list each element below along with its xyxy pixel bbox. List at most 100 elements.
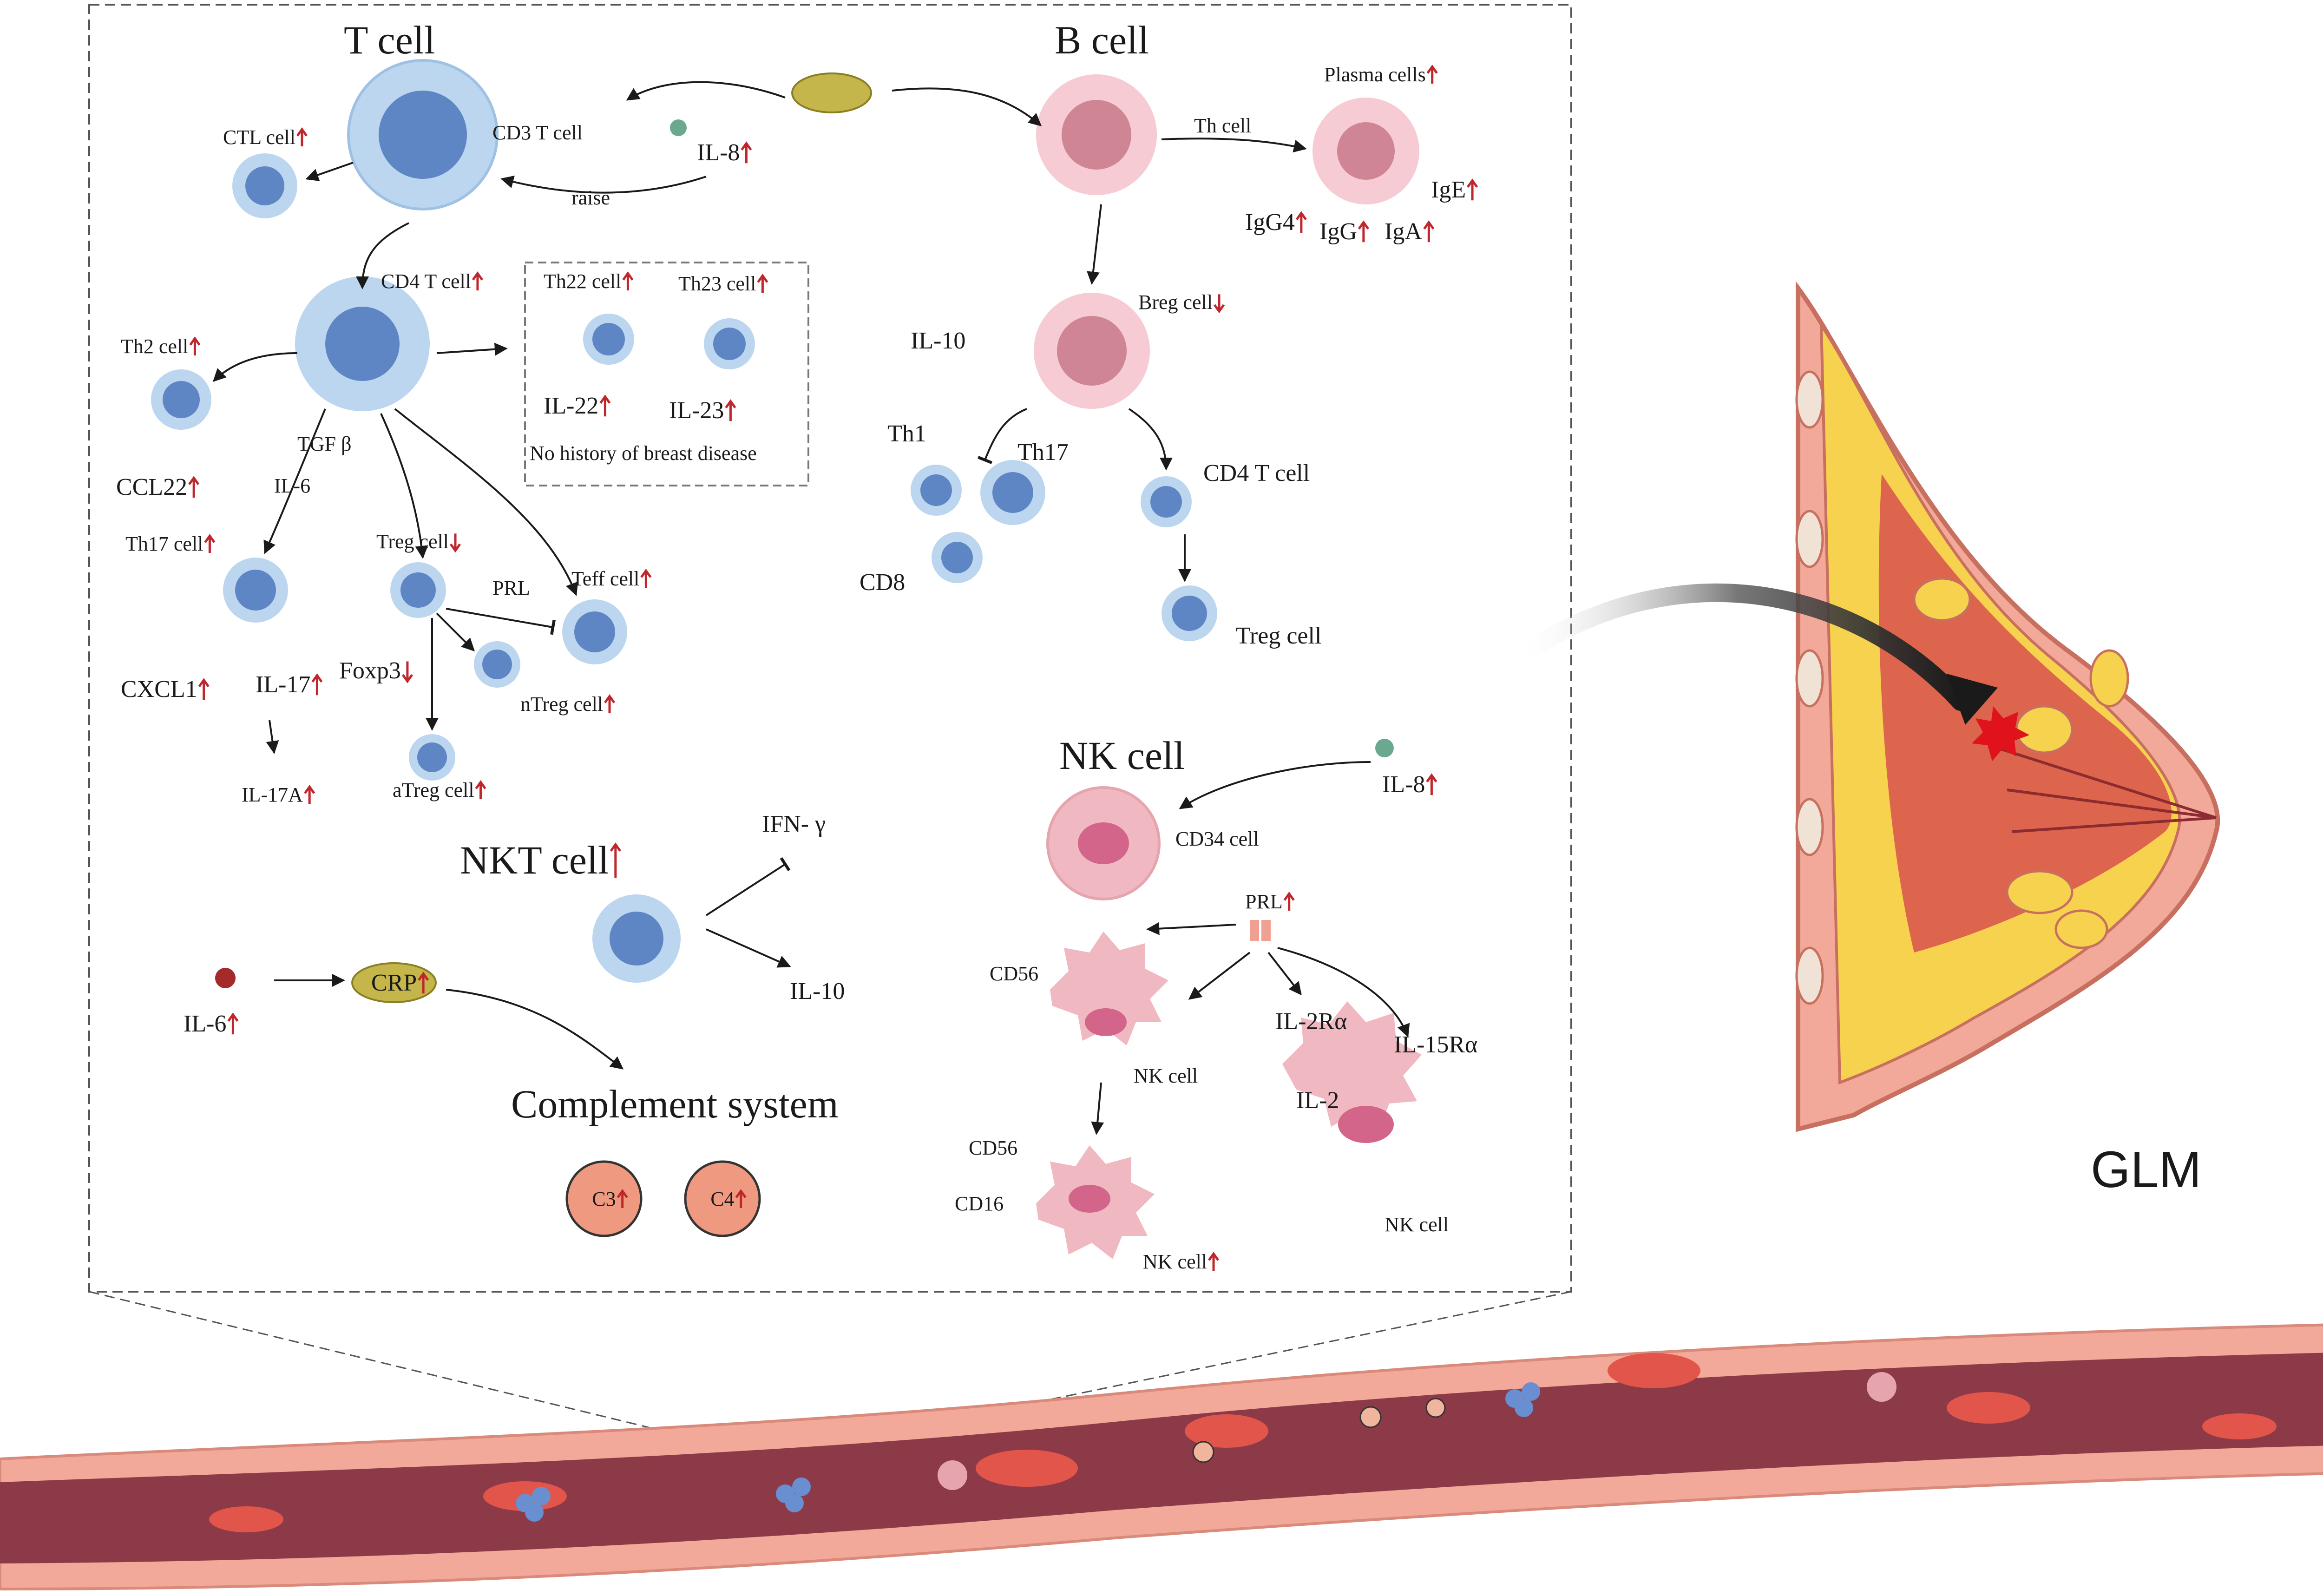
detail-panel-frame bbox=[88, 4, 1572, 1293]
ntreg-label: nTreg cell bbox=[520, 693, 603, 716]
breast-anatomy-illustration bbox=[1505, 281, 2220, 1132]
nk-cell-diagram bbox=[1036, 739, 1422, 1259]
cd4-label: CD4 T cell bbox=[381, 270, 471, 293]
increase-arrow-icon bbox=[604, 694, 616, 714]
increase-arrow-icon bbox=[296, 127, 308, 147]
breg-label: Breg cell bbox=[1138, 291, 1213, 314]
nk-prl-label: PRL bbox=[1245, 890, 1283, 913]
nkt-cell-diagram bbox=[592, 857, 791, 983]
b-cd4-label: CD4 T cell bbox=[1203, 460, 1310, 486]
complement-title: Complement system bbox=[511, 1082, 839, 1126]
nk-il8-label: IL-8 bbox=[1382, 771, 1425, 798]
complement-crp-label: CRP bbox=[371, 970, 417, 996]
atreg-label: aTreg cell bbox=[393, 779, 474, 801]
t-cell-diagram bbox=[151, 59, 809, 781]
b-cell-title: B cell bbox=[1055, 18, 1149, 62]
th-cell-label: Th cell bbox=[1194, 114, 1251, 137]
t-prl-label: PRL bbox=[492, 577, 530, 599]
connector-line-left bbox=[89, 1291, 683, 1437]
b-th17-label: Th17 bbox=[1017, 439, 1069, 466]
increase-arrow-icon bbox=[741, 141, 752, 164]
il2ra-label: IL-2Rα bbox=[1275, 1008, 1347, 1035]
increase-arrow-icon bbox=[418, 972, 429, 994]
nk-label-b: NK cell bbox=[1143, 1250, 1207, 1273]
ccl22-label: CCL22 bbox=[116, 474, 187, 500]
cd16-label: CD16 bbox=[955, 1192, 1004, 1215]
il15ra-label: IL-15Rα bbox=[1394, 1031, 1477, 1058]
blood-vessel bbox=[0, 1323, 2323, 1591]
il22-label: IL-22 bbox=[544, 393, 598, 419]
increase-arrow-icon bbox=[189, 336, 201, 356]
increase-arrow-icon bbox=[599, 394, 611, 417]
ifng-label: IFN- γ bbox=[762, 811, 826, 837]
increase-arrow-icon bbox=[304, 785, 315, 804]
increase-arrow-icon bbox=[472, 271, 483, 291]
glm-label: GLM bbox=[2091, 1141, 2201, 1198]
increase-arrow-icon bbox=[622, 271, 634, 291]
increase-arrow-icon bbox=[725, 399, 736, 421]
nk-label-c: NK cell bbox=[1385, 1213, 1449, 1236]
plasma-label: Plasma cells bbox=[1324, 63, 1426, 86]
increase-arrow-icon bbox=[204, 534, 216, 553]
t-cell-title: T cell bbox=[344, 18, 435, 62]
complement-diagram bbox=[215, 72, 872, 1237]
cd3-label: CD3 T cell bbox=[492, 121, 583, 144]
t-il6-label: IL-6 bbox=[274, 474, 310, 497]
increase-arrow-icon bbox=[757, 274, 768, 293]
decrease-arrow-icon bbox=[401, 661, 413, 683]
il8-label: IL-8 bbox=[697, 139, 740, 166]
igg4-label: IgG4 bbox=[1245, 209, 1295, 236]
nkt-il10-label: IL-10 bbox=[790, 978, 845, 1005]
il17-label: IL-17 bbox=[256, 671, 310, 698]
nk-cell-title: NK cell bbox=[1059, 733, 1185, 778]
increase-arrow-icon bbox=[1358, 220, 1369, 243]
th22-label: Th22 cell bbox=[544, 270, 621, 293]
increase-arrow-icon bbox=[1426, 65, 1438, 84]
increase-arrow-icon bbox=[1208, 1252, 1220, 1271]
ige-label: IgE bbox=[1431, 177, 1466, 203]
cd56-label-b: CD56 bbox=[969, 1136, 1017, 1159]
th17-label: Th17 cell bbox=[125, 532, 203, 555]
il2-label: IL-2 bbox=[1296, 1087, 1339, 1114]
increase-arrow-icon bbox=[1283, 892, 1295, 911]
b-cd8-label: CD8 bbox=[860, 569, 905, 596]
cxcl1-label: CXCL1 bbox=[121, 676, 197, 703]
increase-arrow-icon bbox=[640, 569, 652, 588]
increase-arrow-icon bbox=[610, 842, 621, 878]
c4-label: C4 bbox=[710, 1188, 734, 1210]
ctl-label: CTL cell bbox=[223, 126, 295, 149]
b-cell-diagram bbox=[892, 74, 1419, 641]
nkt-cell-title: NKT cell bbox=[460, 838, 609, 882]
il17a-label: IL-17A bbox=[242, 783, 303, 806]
cd56-label-a: CD56 bbox=[990, 962, 1038, 985]
iga-label: IgA bbox=[1385, 218, 1422, 245]
treg-label: Treg cell bbox=[376, 530, 449, 553]
c3-label: C3 bbox=[592, 1188, 616, 1210]
decrease-arrow-icon bbox=[1214, 294, 1225, 314]
lesion-icon bbox=[1972, 706, 2029, 761]
increase-arrow-icon bbox=[735, 1189, 747, 1208]
cd34-label: CD34 cell bbox=[1175, 828, 1259, 850]
b-th1-label: Th1 bbox=[887, 420, 926, 447]
increase-arrow-icon bbox=[227, 1012, 239, 1035]
nk-label-a: NK cell bbox=[1134, 1064, 1198, 1087]
increase-arrow-icon bbox=[475, 780, 486, 800]
b-treg-label: Treg cell bbox=[1236, 623, 1321, 649]
increase-arrow-icon bbox=[1423, 220, 1435, 243]
teff-label: Teff cell bbox=[571, 567, 639, 590]
b-il10-label: IL-10 bbox=[911, 328, 965, 354]
il23-label: IL-23 bbox=[669, 397, 724, 424]
decrease-arrow-icon bbox=[449, 533, 461, 553]
th23-label: Th23 cell bbox=[678, 272, 756, 295]
igg-label: IgG bbox=[1319, 218, 1357, 245]
increase-arrow-icon bbox=[1426, 773, 1437, 795]
foxp3-label: Foxp3 bbox=[339, 657, 401, 684]
complement-il6-label: IL-6 bbox=[184, 1011, 226, 1037]
increase-arrow-icon bbox=[1467, 178, 1478, 201]
no-history-label: No history of breast disease bbox=[530, 442, 757, 465]
increase-arrow-icon bbox=[311, 673, 323, 696]
increase-arrow-icon bbox=[1295, 211, 1307, 233]
th2-label: Th2 cell bbox=[121, 335, 188, 358]
